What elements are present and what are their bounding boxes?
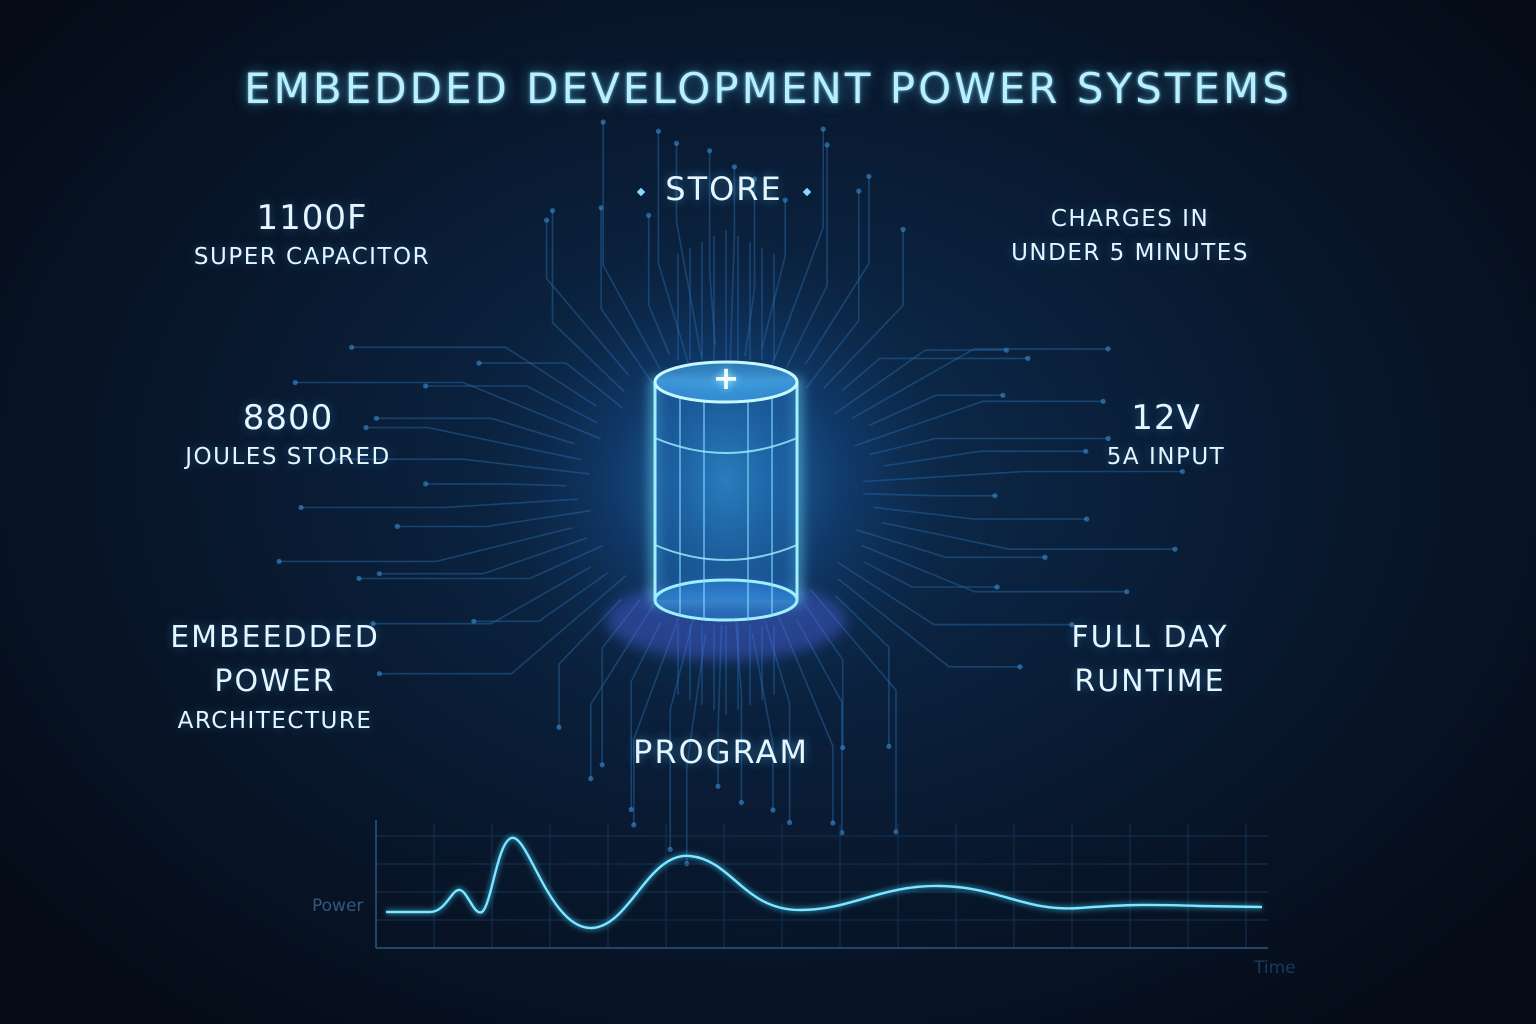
circuit-node [599,762,605,768]
circuit-node [886,743,892,750]
circuit-node [1172,546,1178,552]
stat-input-label: 5A INPUT [1106,444,1226,470]
circuit-node [628,806,634,813]
stat-input: 12V 5A INPUT [1066,396,1266,474]
circuit-node [471,618,477,624]
circuit-node [549,208,556,214]
circuit-node [423,481,429,487]
circuit-node [673,140,680,146]
stat-charge: CHARGES IN UNDER 5 MINUTES [990,202,1270,270]
capacitor-top [653,360,799,404]
circuit-node [1084,516,1090,522]
circuit-node [356,575,362,582]
circuit-node [631,822,637,828]
circuit-node [423,383,429,389]
circuit-node [751,176,758,182]
circuit-node [600,119,606,125]
circuit-node [544,217,550,223]
circuit-node [715,783,721,789]
stat-energy-value: 8800 [242,398,334,438]
circuit-node [994,584,1000,590]
stat-capacitance: 1100F SUPER CAPACITOR [172,196,452,274]
capacitor-bottom [653,578,799,622]
circuit-node [646,212,652,218]
stat-charge-line1: CHARGES IN [1050,206,1210,232]
circuit-node [787,819,793,826]
circuit-node [731,164,738,170]
circuit-node [1105,435,1111,442]
circuit-node [830,820,836,826]
circuit-node [292,379,298,386]
capacitor-plus-symbol: + [712,359,740,397]
stat-energy: 8800 JOULES STORED [160,396,416,474]
circuit-node [1100,398,1106,404]
store-label: STORE [665,170,783,208]
circuit-node [1124,589,1130,595]
circuit-node [820,126,826,132]
circuit-node [839,830,845,836]
circuit-node [370,621,376,627]
circuit-node [276,558,282,565]
graph-x-label: Time [1254,958,1296,978]
circuit-node [298,504,304,511]
circuit-node [992,493,998,499]
stat-architecture-line2: POWER [214,664,336,699]
circuit-node [588,776,594,782]
stat-runtime: FULL DAY RUNTIME [1030,616,1270,704]
stat-runtime-line1: FULL DAY [1071,620,1229,655]
stat-input-value: 12V [1131,398,1201,438]
circuit-node [707,148,713,154]
circuit-node [349,344,355,350]
circuit-node [840,745,846,751]
graph-y-label: Power [312,896,364,916]
circuit-node [1083,448,1089,454]
stat-architecture: EMBEEDDED POWER ARCHITECTURE [140,616,410,738]
circuit-node [824,142,830,148]
power-waveform [386,836,1263,930]
capacitor-body [655,382,797,600]
stat-architecture-line1: EMBEEDDED [170,620,380,655]
circuit-node [1042,554,1048,560]
circuit-node [363,425,369,431]
circuit-node [866,173,872,179]
capacitor-battery-icon [651,360,801,622]
circuit-node [1003,347,1010,353]
stat-architecture-line3: ARCHITECTURE [177,708,373,734]
circuit-node [331,456,337,462]
circuit-node [1017,664,1023,670]
circuit-node [394,523,400,530]
circuit-node [1025,355,1031,361]
circuit-node [738,799,745,806]
circuit-node [667,846,673,853]
stat-capacitance-value: 1100F [256,198,368,238]
circuit-node [655,128,662,134]
circuit-node [1179,468,1185,475]
circuit-node [373,415,379,421]
circuit-node [1000,392,1006,398]
power-graph [375,820,1268,949]
circuit-node [376,571,382,577]
circuit-node [476,360,482,366]
circuit-node [598,205,604,211]
circuit-node [376,671,382,677]
stat-energy-label: JOULES STORED [185,444,391,470]
program-label: PROGRAM [633,733,809,771]
circuit-node [856,188,862,194]
stat-runtime-line2: RUNTIME [1074,664,1226,699]
page-title: EMBEDDED DEVELOPMENT POWER SYSTEMS [244,64,1292,113]
stat-charge-line2: UNDER 5 MINUTES [1011,240,1249,266]
circuit-node [893,829,899,835]
circuit-node [1069,622,1075,628]
stat-capacitance-label: SUPER CAPACITOR [193,244,431,270]
circuit-node [900,226,906,232]
circuit-node [782,197,788,203]
circuit-node [770,807,776,813]
circuit-node [1105,346,1111,352]
circuit-node [556,724,562,730]
